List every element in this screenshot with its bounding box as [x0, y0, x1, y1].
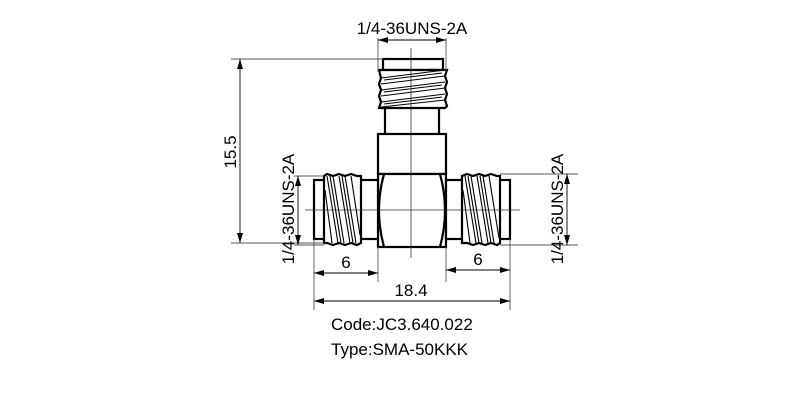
right-connector [444, 172, 512, 247]
part-code: Code:JC3.640.022 [331, 315, 473, 334]
part-type: Type:SMA-50KKK [331, 340, 469, 359]
overall-width-value: 18.4 [394, 281, 427, 300]
left-length-value: 6 [341, 253, 350, 272]
right-thread-dimension: 1/4-36UNS-2A [500, 153, 578, 264]
height-dimension-value: 15.5 [221, 135, 240, 168]
top-thread-dimension: 1/4-36UNS-2A [357, 19, 468, 72]
top-thread-hatch [380, 69, 446, 108]
top-thread-label: 1/4-36UNS-2A [357, 19, 468, 38]
right-thread-hatch [462, 175, 500, 244]
left-connector [312, 172, 380, 247]
left-thread-hatch [324, 175, 361, 244]
right-thread-body [460, 172, 502, 247]
left-thread-body [322, 172, 363, 247]
right-length-value: 6 [473, 250, 482, 269]
height-dimension: 15.5 [221, 58, 383, 244]
right-length-dimension: 6 [445, 239, 511, 310]
left-length-dimension: 6 [313, 239, 379, 310]
center-body [376, 172, 448, 249]
top-connector [376, 57, 449, 176]
right-thread-label: 1/4-36UNS-2A [548, 153, 567, 264]
overall-width-dimension: 18.4 [314, 281, 510, 304]
center-lines [305, 48, 520, 258]
title-block: Code:JC3.640.022 Type:SMA-50KKK [331, 315, 473, 359]
left-thread-label: 1/4-36UNS-2A [279, 153, 298, 264]
left-thread-dimension: 1/4-36UNS-2A [279, 153, 324, 264]
